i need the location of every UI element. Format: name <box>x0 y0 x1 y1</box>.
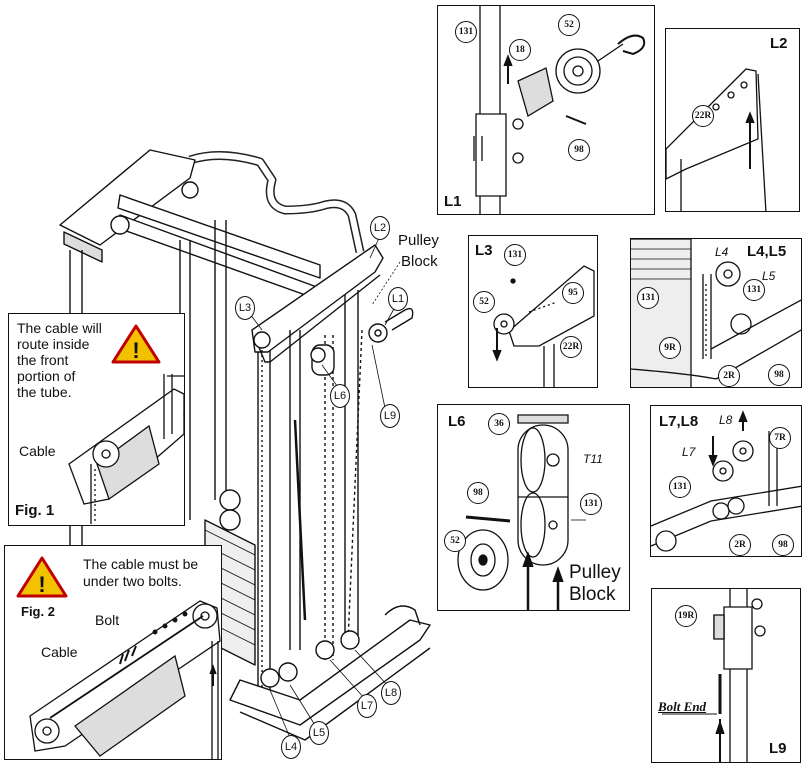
part-95: 95 <box>562 282 584 304</box>
fig1-panel: ! The cable will route inside the front … <box>8 313 185 526</box>
part-131: 131 <box>455 21 477 43</box>
panel-l78-drawing <box>651 410 801 552</box>
panel-l78-label: L7,L8 <box>659 413 699 430</box>
bolt-end-label: Bolt End <box>658 699 707 714</box>
panel-l2: L2 22R <box>665 28 800 212</box>
panel-l9-label: L9 <box>769 740 787 757</box>
panel-l1-drawing <box>473 6 646 214</box>
main-label-l7: L7 <box>357 694 377 718</box>
warning-icon-2 <box>16 556 68 598</box>
part-52: 52 <box>444 530 466 552</box>
part-52: 52 <box>558 14 580 36</box>
part-19r: 19R <box>675 605 697 627</box>
panel-l78-italic-l8: L8 <box>719 413 733 427</box>
part-9r: 9R <box>659 337 681 359</box>
fig1-label: Fig. 1 <box>15 502 55 519</box>
panel-l6: L6 36 T11 98 131 52 Pulley Block <box>437 404 630 611</box>
main-label-l8: L8 <box>381 681 401 705</box>
pulley-block-label-line2: Block <box>401 253 438 270</box>
part-131-a: 131 <box>637 287 659 309</box>
fig2-cable-label: Cable <box>41 644 78 660</box>
main-label-l3: L3 <box>235 296 255 320</box>
panel-l6-label: L6 <box>448 413 466 430</box>
fig1-note-line1: The cable will <box>17 320 102 336</box>
part-t11: T11 <box>583 452 603 466</box>
part-7r: 7R <box>769 427 791 449</box>
panel-l78-italic-l7: L7 <box>682 445 696 459</box>
panel-l2-label: L2 <box>770 35 788 52</box>
panel-l9-drawing <box>662 589 766 762</box>
fig2-bolt-label: Bolt <box>95 612 120 628</box>
panel-l6-drawing <box>457 414 586 610</box>
fig1-note-line5: the tube. <box>17 384 72 400</box>
part-131: 131 <box>580 493 602 515</box>
main-label-l2: L2 <box>370 216 390 240</box>
part-22r: 22R <box>560 336 582 358</box>
panel-l9: 19R Bolt End L9 <box>651 588 801 763</box>
panel-l45-label: L4,L5 <box>747 243 787 260</box>
fig2-drawing: ! <box>16 556 221 759</box>
pulley-block-label-line1: Pulley <box>398 232 439 249</box>
panel-l6-pulley-line1: Pulley <box>569 562 621 583</box>
part-2r: 2R <box>718 365 740 387</box>
panel-l3-label: L3 <box>475 242 493 259</box>
panel-l7-l8: L7,L8 L8 L7 7R 131 2R 98 <box>650 405 802 557</box>
part-2r: 2R <box>729 534 751 556</box>
main-label-l5: L5 <box>309 721 329 745</box>
svg-text:!: ! <box>132 338 139 363</box>
main-label-l9: L9 <box>380 404 400 428</box>
panel-l3: L3 131 95 52 22R <box>468 235 598 388</box>
main-label-l6: L6 <box>330 384 350 408</box>
part-131: 131 <box>504 244 526 266</box>
fig1-note-line2: route inside <box>17 336 90 352</box>
panel-l6-pulley-line2: Block <box>569 584 616 605</box>
warning-icon <box>111 324 161 364</box>
fig1-note-line4: portion of <box>17 368 76 384</box>
fig1-cable-label: Cable <box>19 443 56 459</box>
part-52: 52 <box>473 291 495 313</box>
svg-text:!: ! <box>38 572 45 597</box>
main-label-l4: L4 <box>281 735 301 759</box>
main-label-l1: L1 <box>388 287 408 311</box>
fig1-note-line3: the front <box>17 352 69 368</box>
part-18: 18 <box>509 39 531 61</box>
part-36: 36 <box>488 413 510 435</box>
fig1-drawing: ! <box>68 324 184 524</box>
part-131-b: 131 <box>743 279 765 301</box>
fig2-label: Fig. 2 <box>21 604 55 619</box>
part-22r: 22R <box>692 105 714 127</box>
fig2-panel: ! The cable must be under two bolts. Fig… <box>4 545 222 760</box>
fig2-note-line2: under two bolts. <box>83 573 182 589</box>
panel-l4-l5: L4,L5 L4 L5 131 131 9R 2R 98 <box>630 238 802 388</box>
panel-l2-drawing <box>666 68 767 211</box>
part-131: 131 <box>669 476 691 498</box>
part-98: 98 <box>768 364 790 386</box>
panel-l45-italic-l4: L4 <box>715 245 729 259</box>
panel-l1: L1 131 52 18 98 <box>437 5 655 215</box>
part-98: 98 <box>772 534 794 556</box>
fig2-note-line1: The cable must be <box>83 556 199 572</box>
panel-l1-label: L1 <box>444 193 462 210</box>
part-98: 98 <box>568 139 590 161</box>
part-98: 98 <box>467 482 489 504</box>
panel-l45-italic-l5: L5 <box>762 269 776 283</box>
